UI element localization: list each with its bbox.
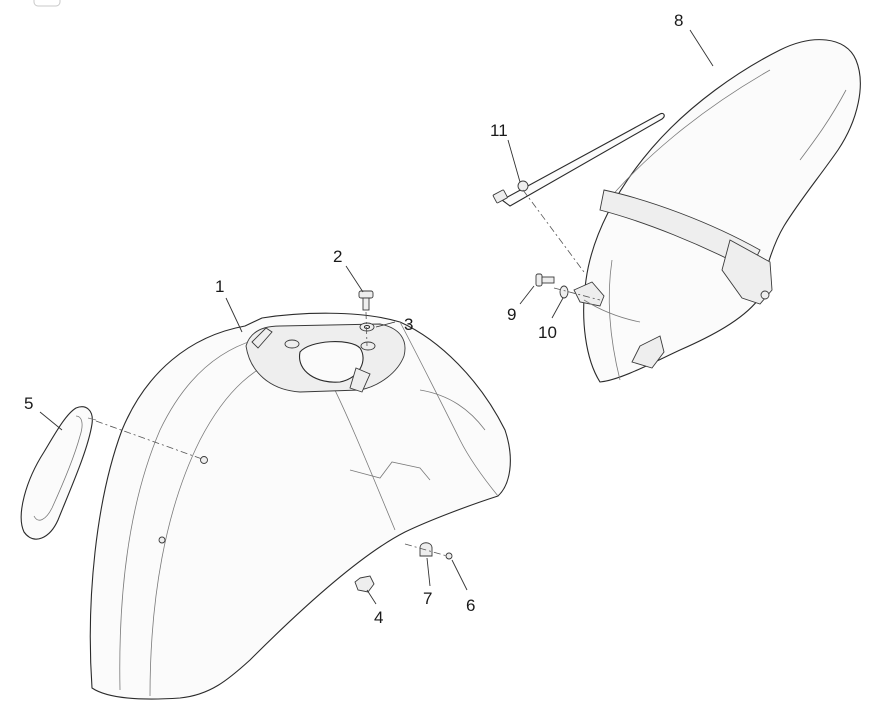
callout-5: 5: [24, 394, 33, 413]
front-mudguard-crease-1: [119, 337, 263, 691]
front-mudguard-reflector-hole: [200, 456, 208, 464]
leader-11: [507, 139, 521, 183]
front-mudguard-side-fin: [251, 327, 273, 349]
front-mudguard-mount-hole: [299, 341, 364, 383]
cable-tie-clip: [517, 180, 529, 192]
front-mudguard-body: [89, 312, 511, 700]
align-fastener-6-7: [404, 543, 448, 557]
clip-7-body: [419, 542, 433, 557]
washer-part-3: [359, 322, 375, 332]
leader-5: [39, 411, 63, 431]
screw-part-9: [535, 273, 555, 287]
cable-tie-part-11: [492, 112, 665, 207]
callout-3: 3: [404, 315, 413, 334]
leader-7: [426, 557, 431, 587]
leader-2: [345, 265, 364, 293]
callout-2: 2: [333, 247, 342, 266]
front-mudguard-mount-lug-left: [284, 339, 300, 349]
washer-10-ring: [559, 285, 569, 299]
clip-part-7: [419, 542, 433, 557]
rear-hugger-lower-tab: [631, 335, 665, 369]
callout-6: 6: [466, 596, 475, 615]
side-reflector-body: [20, 406, 93, 540]
callout-7: 7: [423, 589, 432, 608]
callout-1: 1: [215, 277, 224, 296]
screw-part-6: [445, 552, 453, 560]
align-reflector: [95, 420, 203, 460]
screw-6-head: [445, 552, 453, 560]
screw-2-head: [358, 290, 374, 299]
leader-4: [366, 589, 377, 605]
leader-lines: [39, 29, 714, 605]
callout-8: 8: [674, 11, 683, 30]
screw-part-2: [358, 290, 374, 311]
align-cable-tie: [522, 189, 585, 273]
screw-9-shank: [541, 276, 555, 284]
rear-hugger-crease-2: [799, 89, 847, 161]
washer-3-hole: [363, 324, 371, 330]
callout-10: 10: [538, 323, 557, 342]
front-mudguard-part-1: [89, 312, 511, 700]
rear-hugger-crease-1: [599, 69, 771, 211]
side-reflector-stud: [87, 417, 97, 421]
front-mudguard-lower-hole: [158, 536, 166, 544]
align-screw-2: [365, 311, 368, 347]
leader-1: [225, 297, 243, 333]
rear-hugger-bracket: [721, 239, 773, 305]
rear-hugger-bracket-hole: [760, 290, 770, 300]
front-mudguard-crease-2: [149, 351, 301, 697]
rear-hugger-inner-edge: [583, 299, 641, 323]
front-mudguard-crease-5: [349, 461, 431, 481]
front-mudguard-mount-tab: [349, 367, 371, 393]
leader-3: [375, 321, 396, 328]
nut-4-body: [354, 575, 375, 593]
callout-9: 9: [507, 305, 516, 324]
alignment-lines: [95, 189, 601, 557]
leader-9: [519, 285, 535, 305]
rear-hugger-crease-3: [608, 259, 621, 381]
front-mudguard-crease-6: [419, 389, 486, 431]
callout-11: 11: [490, 121, 508, 140]
front-mudguard-crease-4: [329, 379, 396, 531]
side-reflector-part-5: [20, 406, 97, 540]
nut-part-4: [354, 575, 375, 593]
leader-6: [451, 559, 468, 591]
rear-hugger-body: [583, 39, 861, 383]
corner-tab: [33, 0, 61, 7]
cable-tie-head: [492, 189, 508, 204]
callout-labels: 1 2 3 4 5 6 7 8 9 10 11: [24, 11, 683, 627]
screw-2-shank: [362, 297, 370, 311]
front-mudguard-mount-lug-right: [360, 341, 376, 351]
rear-hugger-mount-tab: [573, 281, 605, 307]
washer-part-10: [559, 285, 569, 299]
rear-hugger-part-8: [573, 39, 861, 383]
leader-10: [551, 297, 564, 319]
leader-8: [689, 29, 714, 67]
side-reflector-lens: [33, 415, 83, 521]
screw-9-head: [535, 273, 543, 287]
front-mudguard-crease-3: [399, 321, 499, 497]
cable-tie-strap: [501, 112, 665, 207]
callout-4: 4: [374, 608, 383, 627]
